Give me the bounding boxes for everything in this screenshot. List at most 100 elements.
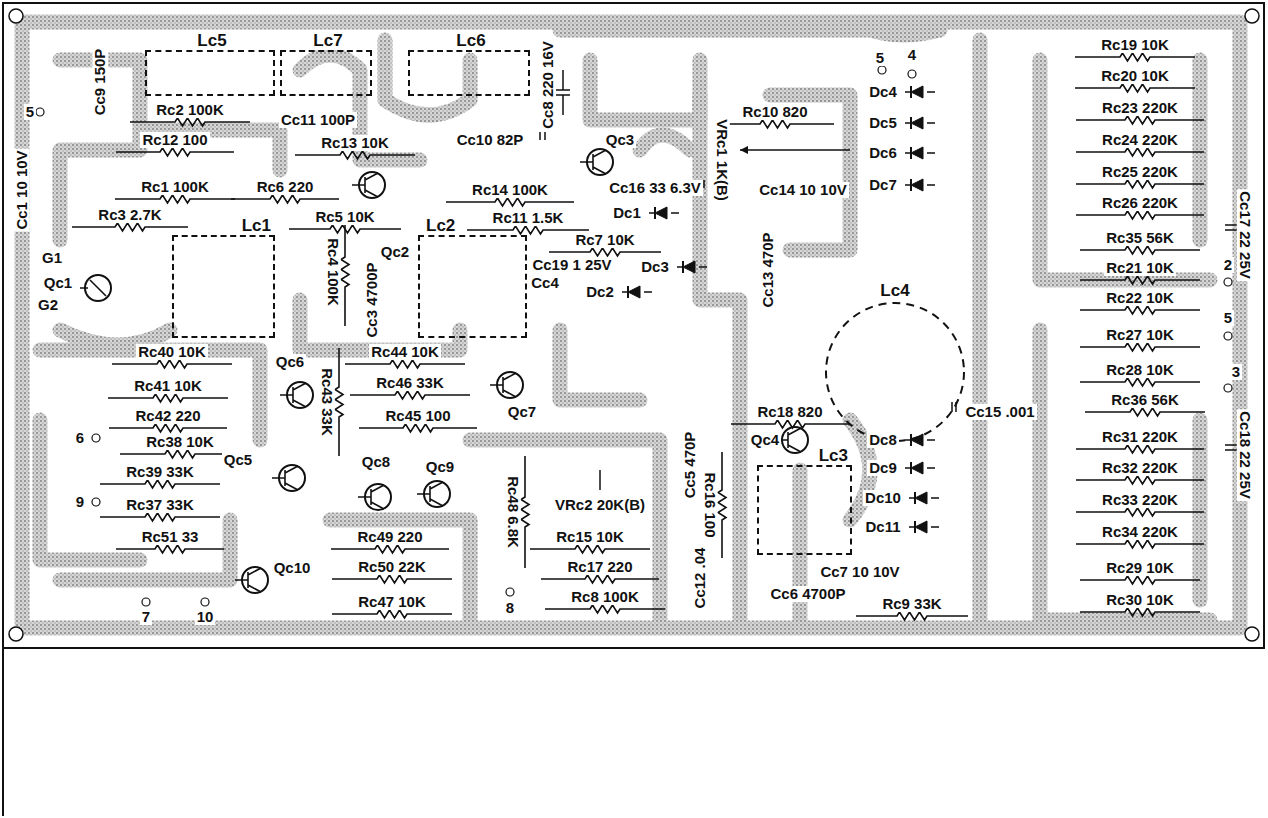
resistor-symbol xyxy=(109,424,227,432)
part-label: Rc23 220K xyxy=(1100,100,1180,116)
resistor-symbol xyxy=(1076,180,1204,188)
resistor-symbol xyxy=(116,545,224,553)
resistor-symbol xyxy=(1076,508,1204,516)
part-label: Qc7 xyxy=(506,404,538,420)
part-label: Rc38 10K xyxy=(144,434,216,450)
coil-outline xyxy=(826,303,964,441)
part-label: Rc25 220K xyxy=(1100,164,1180,180)
diode-symbol xyxy=(628,286,640,298)
part-label: Qc3 xyxy=(604,132,636,148)
part-label: Rc13 10K xyxy=(319,135,391,151)
part-label: Rc16 100 xyxy=(702,470,718,539)
resistor-symbol xyxy=(1076,211,1204,219)
diode-symbol xyxy=(911,117,923,129)
part-label: Rc47 10K xyxy=(356,594,428,610)
part-label: Cc11 100P xyxy=(279,112,357,128)
solder-pads xyxy=(36,66,1232,606)
part-label: Rc35 56K xyxy=(1104,230,1176,246)
part-label: Rc18 820 xyxy=(755,404,824,420)
part-label: Cc10 82P xyxy=(455,132,526,148)
diode-bar xyxy=(654,207,656,219)
part-label: Rc5 10K xyxy=(313,209,376,225)
part-label: Rc46 33K xyxy=(374,375,446,391)
part-label: Rc11 1.5K xyxy=(491,210,566,226)
resistor-symbol xyxy=(1080,246,1200,254)
part-label: Rc8 100K xyxy=(569,589,641,605)
resistor-symbol xyxy=(1076,116,1204,124)
part-label: Rc34 220K xyxy=(1100,524,1180,540)
part-label: Rc22 10K xyxy=(1104,290,1176,306)
resistor-symbol xyxy=(72,223,188,231)
diode-symbol xyxy=(911,86,923,98)
board-edge xyxy=(3,3,1264,648)
resistor-symbol xyxy=(1075,84,1195,92)
resistor-symbol xyxy=(350,391,470,399)
part-label: Qc4 xyxy=(749,432,781,448)
resistor-symbol xyxy=(1080,276,1200,284)
resistor-symbol xyxy=(1080,576,1200,584)
part-label: Rc45 100 xyxy=(383,408,452,424)
terminal-number: 6 xyxy=(74,430,86,446)
part-label: Cc3 4700P xyxy=(364,260,380,339)
diode-bar xyxy=(910,147,912,159)
part-label: Rc24 220K xyxy=(1100,132,1180,148)
resistor-symbol xyxy=(130,118,250,126)
diode-bar xyxy=(914,521,916,533)
part-label: Cc17 22 25V xyxy=(1237,189,1253,281)
part-label: Cc12 .04 xyxy=(692,546,708,611)
coil-outline: Lc2 xyxy=(418,235,527,338)
resistor-symbol xyxy=(341,218,349,326)
diode-bar xyxy=(682,261,684,273)
part-label: Rc40 10K xyxy=(136,344,208,360)
copper-traces xyxy=(22,22,1240,628)
resistor-symbol xyxy=(731,420,849,428)
resistor-symbol xyxy=(359,424,477,432)
part-label: Rc14 100K xyxy=(470,182,550,198)
coil-outline: Lc3 xyxy=(757,465,852,555)
resistor-symbol xyxy=(1080,343,1200,351)
frame-line xyxy=(2,648,4,816)
coil-label: Lc6 xyxy=(454,32,487,50)
resistor-symbol xyxy=(467,226,589,234)
part-label: Qc1 xyxy=(42,275,74,291)
part-label: Rc50 22K xyxy=(356,559,428,575)
wiper-arrow xyxy=(740,146,748,154)
part-label: G1 xyxy=(40,250,64,266)
resistor-symbol xyxy=(549,248,661,256)
coil-label: Lc4 xyxy=(878,282,911,300)
part-label: Rc43 33K xyxy=(319,366,335,438)
part-label: Qc9 xyxy=(424,459,456,475)
resistor-symbol xyxy=(718,452,726,558)
part-label: Rc30 10K xyxy=(1104,592,1176,608)
part-label: Qc8 xyxy=(360,454,392,470)
resistor-symbol xyxy=(446,198,574,206)
part-label: Dc7 xyxy=(867,177,899,193)
coil-outline xyxy=(825,302,965,442)
diode-bar xyxy=(910,117,912,129)
coil-label: Lc1 xyxy=(240,217,273,235)
part-label: Rc28 10K xyxy=(1104,362,1176,378)
resistor-symbol xyxy=(521,456,529,568)
part-label: Dc1 xyxy=(611,205,643,221)
resistor-symbol xyxy=(345,360,465,368)
diode-bar xyxy=(910,434,912,446)
part-label: Qc2 xyxy=(379,244,411,260)
coil-outline: Lc1 xyxy=(172,235,275,338)
resistor-symbol xyxy=(1080,306,1200,314)
part-label: Dc11 xyxy=(863,519,902,535)
part-label: Rc32 220K xyxy=(1100,460,1180,476)
resistor-symbol xyxy=(116,148,234,156)
part-label: Rc27 10K xyxy=(1104,327,1176,343)
part-label: Rc31 220K xyxy=(1100,429,1180,445)
terminal-number: 4 xyxy=(906,47,918,63)
part-label: Rc33 220K xyxy=(1100,492,1180,508)
resistor-symbol xyxy=(1076,148,1204,156)
resistor-symbol xyxy=(1080,378,1200,386)
resistor-symbol xyxy=(541,575,659,583)
part-label: Rc2 100K xyxy=(154,102,226,118)
resistor-symbol xyxy=(1075,53,1195,61)
resistor-symbol xyxy=(331,545,449,553)
part-label: Cc13 470P xyxy=(760,230,776,309)
resistor-symbol xyxy=(1076,445,1204,453)
coil-label: Lc3 xyxy=(817,447,850,465)
